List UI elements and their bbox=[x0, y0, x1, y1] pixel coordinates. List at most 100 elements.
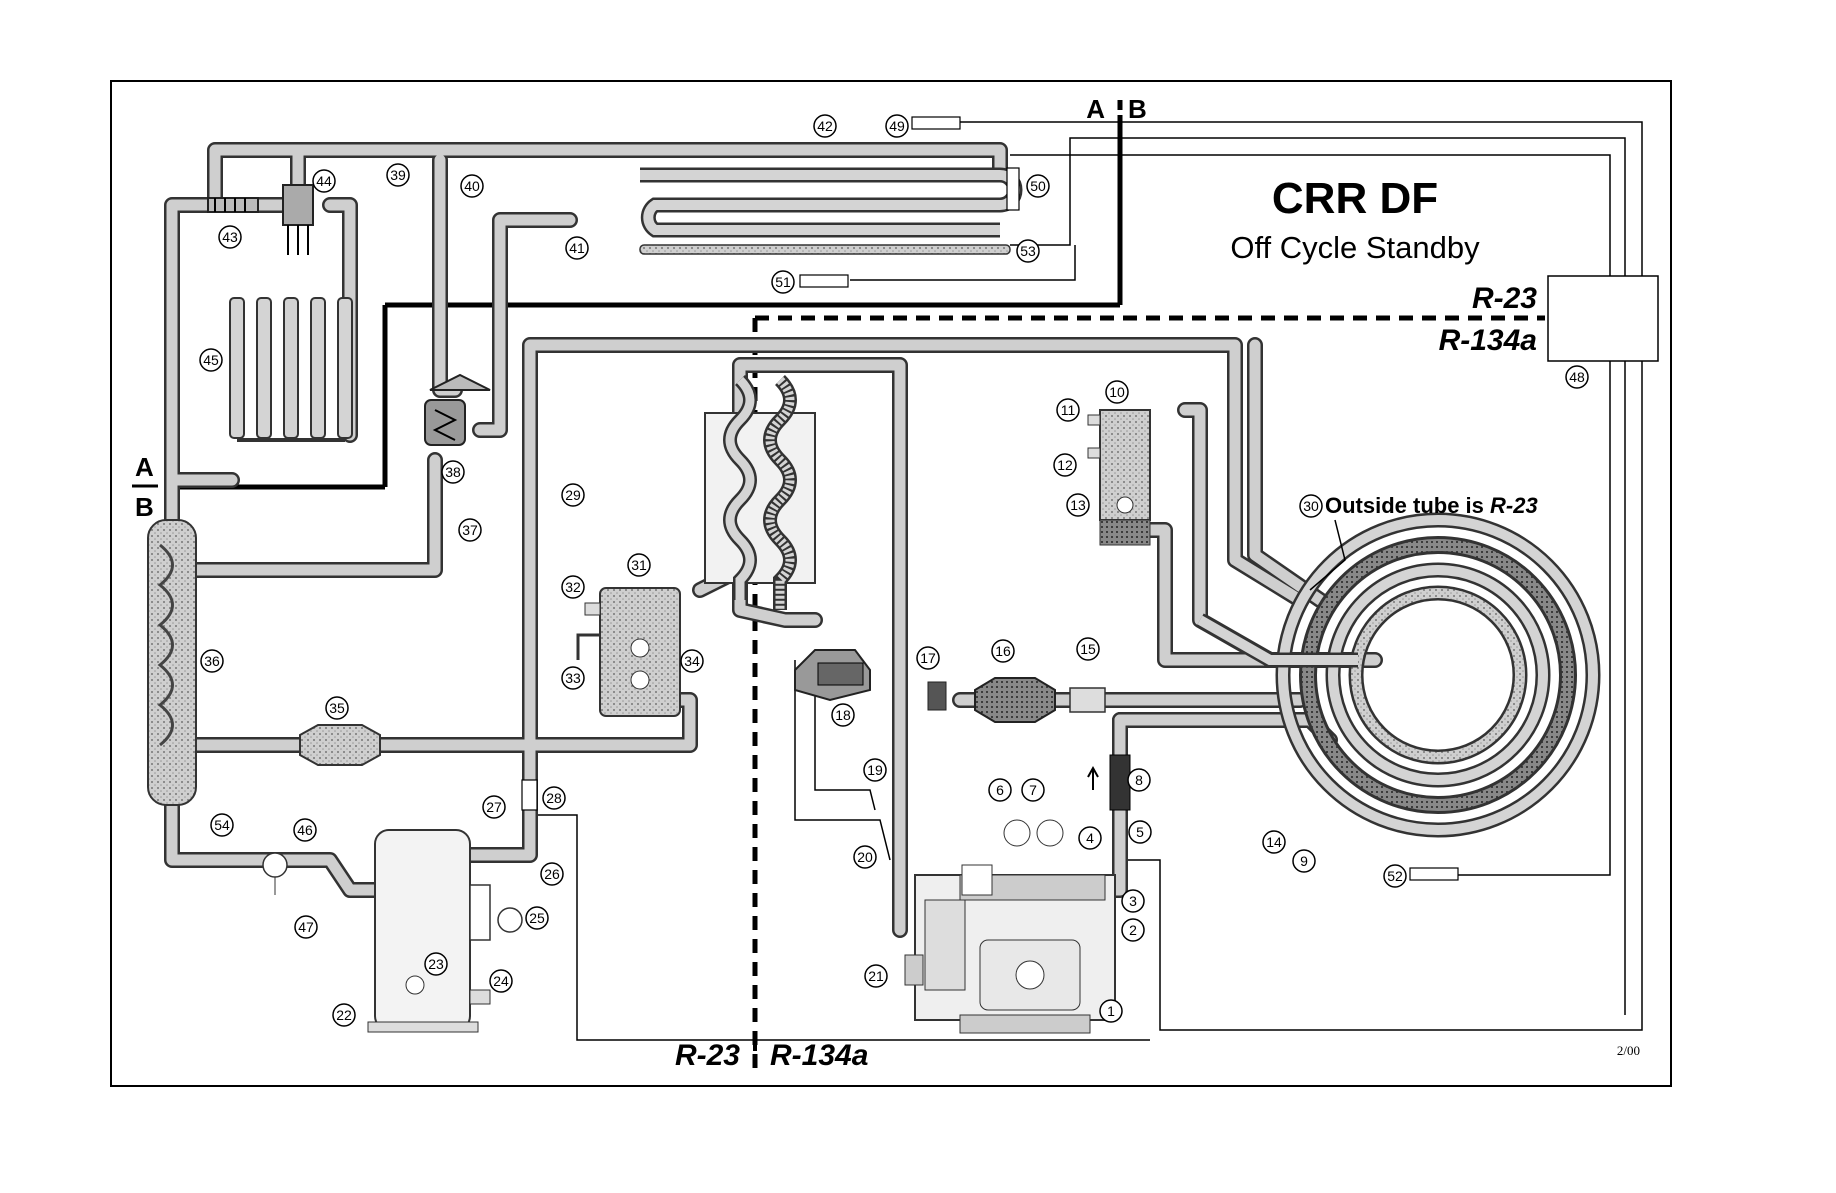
callout-number: 2 bbox=[1129, 922, 1137, 938]
callout-number: 36 bbox=[204, 653, 220, 669]
callout-number: 52 bbox=[1387, 868, 1403, 884]
callout-number: 38 bbox=[445, 464, 461, 480]
callout-number: 17 bbox=[920, 650, 936, 666]
heat-exchanger-36 bbox=[147, 519, 197, 806]
callout-22: 22 bbox=[332, 1003, 356, 1027]
callout-15: 15 bbox=[1076, 637, 1100, 661]
callout-51: 51 bbox=[771, 270, 795, 294]
callout-number: 44 bbox=[316, 173, 332, 189]
callout-6: 6 bbox=[988, 778, 1012, 802]
callout-number: 1 bbox=[1107, 1003, 1115, 1019]
callout-number: 39 bbox=[390, 167, 406, 183]
callout-number: 15 bbox=[1080, 641, 1096, 657]
callout-44: 44 bbox=[312, 169, 336, 193]
callout-19: 19 bbox=[863, 758, 887, 782]
callout-16: 16 bbox=[991, 639, 1015, 663]
callout-34: 34 bbox=[680, 649, 704, 673]
callout-46: 46 bbox=[293, 818, 317, 842]
callout-number: 20 bbox=[857, 849, 873, 865]
callout-number: 18 bbox=[835, 707, 851, 723]
callout-number: 29 bbox=[565, 487, 581, 503]
callout-11: 11 bbox=[1056, 398, 1080, 422]
callout-49: 49 bbox=[885, 114, 909, 138]
marker-left-b: B bbox=[135, 492, 154, 522]
callout-52: 52 bbox=[1383, 864, 1407, 888]
callout-41: 41 bbox=[565, 236, 589, 260]
callout-23: 23 bbox=[424, 952, 448, 976]
callout-number: 19 bbox=[867, 762, 883, 778]
callout-number: 33 bbox=[565, 670, 581, 686]
callout-number: 26 bbox=[544, 866, 560, 882]
callout-47: 47 bbox=[294, 915, 318, 939]
evaporator-coil bbox=[1196, 512, 1601, 838]
callout-9: 9 bbox=[1292, 849, 1316, 873]
callout-12: 12 bbox=[1053, 453, 1077, 477]
callout-17: 17 bbox=[916, 646, 940, 670]
callout-53: 53 bbox=[1016, 239, 1040, 263]
callout-number: 27 bbox=[486, 799, 502, 815]
callout-number: 30 bbox=[1303, 498, 1319, 514]
callout-number: 5 bbox=[1136, 824, 1144, 840]
marker-top-b: B bbox=[1128, 94, 1147, 124]
marker-top-a: A bbox=[1086, 94, 1105, 124]
control-wiring bbox=[527, 121, 1643, 1041]
callout-number: 45 bbox=[203, 352, 219, 368]
callout-14: 14 bbox=[1262, 830, 1286, 854]
callout-26: 26 bbox=[540, 862, 564, 886]
callout-21: 21 bbox=[864, 964, 888, 988]
refrigerant-label-upper: R-23 bbox=[1472, 282, 1537, 315]
callout-37: 37 bbox=[458, 518, 482, 542]
callout-number: 37 bbox=[462, 522, 478, 538]
filter-drier-35 bbox=[299, 724, 381, 766]
callout-number: 7 bbox=[1029, 782, 1037, 798]
valves-top-left bbox=[207, 184, 491, 446]
callout-50: 50 bbox=[1026, 174, 1050, 198]
control-box-48 bbox=[1547, 275, 1659, 362]
callout-7: 7 bbox=[1021, 778, 1045, 802]
callout-number: 21 bbox=[868, 968, 884, 984]
callout-number: 50 bbox=[1030, 178, 1046, 194]
callout-number: 46 bbox=[297, 822, 313, 838]
callout-number: 48 bbox=[1569, 369, 1585, 385]
callout-40: 40 bbox=[460, 174, 484, 198]
callout-number: 34 bbox=[684, 653, 700, 669]
callout-number: 10 bbox=[1109, 384, 1125, 400]
callout-number: 6 bbox=[996, 782, 1004, 798]
callout-number: 47 bbox=[298, 919, 314, 935]
callout-38: 38 bbox=[441, 460, 465, 484]
callout-number: 24 bbox=[493, 973, 509, 989]
callout-number: 43 bbox=[222, 229, 238, 245]
callout-number: 9 bbox=[1300, 853, 1308, 869]
callout-13: 13 bbox=[1066, 493, 1090, 517]
diagram-title: CRR DF bbox=[1272, 174, 1438, 223]
condenser-coil bbox=[639, 167, 1023, 255]
callout-24: 24 bbox=[489, 969, 513, 993]
gauges bbox=[262, 852, 523, 933]
diagram-frame bbox=[110, 80, 1672, 1087]
callout-48: 48 bbox=[1565, 365, 1589, 389]
callout-5: 5 bbox=[1128, 820, 1152, 844]
date-code: 2/00 bbox=[1617, 1043, 1640, 1058]
callout-number: 31 bbox=[631, 557, 647, 573]
callout-2: 2 bbox=[1121, 918, 1145, 942]
callout-number: 42 bbox=[817, 118, 833, 134]
receiver-31 bbox=[576, 587, 681, 717]
marker-left-a: A bbox=[135, 452, 154, 482]
coil-annotation: Outside tube is R-23 bbox=[1325, 493, 1538, 518]
callout-32: 32 bbox=[561, 575, 585, 599]
compressor-23 bbox=[262, 829, 523, 1033]
callout-number: 23 bbox=[428, 956, 444, 972]
compressor-1 bbox=[904, 819, 1116, 1034]
callout-number: 3 bbox=[1129, 893, 1137, 909]
callout-35: 35 bbox=[325, 696, 349, 720]
callout-number: 28 bbox=[546, 790, 562, 806]
callout-30: 30 bbox=[1299, 494, 1323, 518]
callout-number: 4 bbox=[1086, 830, 1094, 846]
callout-45: 45 bbox=[199, 348, 223, 372]
callout-29: 29 bbox=[561, 483, 585, 507]
callout-number: 22 bbox=[336, 1007, 352, 1023]
callout-number: 35 bbox=[329, 700, 345, 716]
